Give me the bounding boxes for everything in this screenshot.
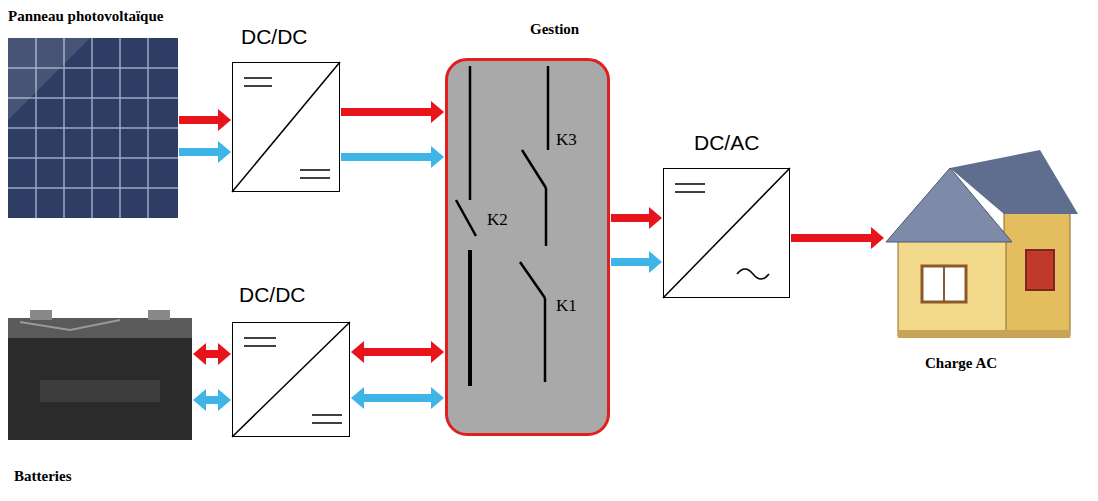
- node-title: Batteries: [14, 468, 71, 485]
- power-flow-arrow: [206, 350, 218, 358]
- power-flow-arrow: [179, 148, 218, 156]
- battery-picture: [8, 310, 192, 440]
- pv-panel-picture: [8, 38, 178, 218]
- switch-label: K3: [556, 130, 577, 150]
- dcdc-converter-symbol: [232, 62, 340, 192]
- switch-label: K2: [487, 210, 508, 230]
- converter-box: DC/DC: [232, 62, 340, 192]
- power-flow-arrow: [611, 258, 649, 266]
- management-box: Gestion: [445, 58, 610, 436]
- switch-label: K1: [556, 296, 577, 316]
- ac-load: Charge AC: [885, 150, 1075, 340]
- power-flow-arrow: [364, 394, 431, 402]
- battery-bank: Batteries: [8, 318, 192, 442]
- node-title: Panneau photovoltaïque: [8, 8, 163, 25]
- inverter-box: DC/AC: [663, 168, 790, 298]
- dcac-inverter-symbol: [663, 168, 790, 298]
- house-picture: [886, 150, 1078, 338]
- converter-box: DC/DC: [232, 322, 350, 437]
- pv-panel: Panneau photovoltaïque: [8, 38, 178, 218]
- node-title: DC/AC: [694, 131, 759, 155]
- power-flow-arrow: [341, 153, 431, 161]
- dcdc-converter-symbol: [232, 322, 350, 437]
- power-flow-arrow: [341, 108, 431, 116]
- power-flow-arrow: [364, 348, 431, 356]
- power-flow-arrow: [206, 396, 218, 404]
- node-title: DC/DC: [241, 25, 308, 49]
- management-switches: [446, 59, 609, 435]
- power-flow-arrow: [611, 214, 649, 222]
- power-flow-arrow: [179, 116, 218, 124]
- power-flow-arrow: [791, 234, 871, 242]
- node-title: Gestion: [530, 21, 579, 38]
- node-title: DC/DC: [239, 283, 306, 307]
- node-title: Charge AC: [925, 355, 997, 372]
